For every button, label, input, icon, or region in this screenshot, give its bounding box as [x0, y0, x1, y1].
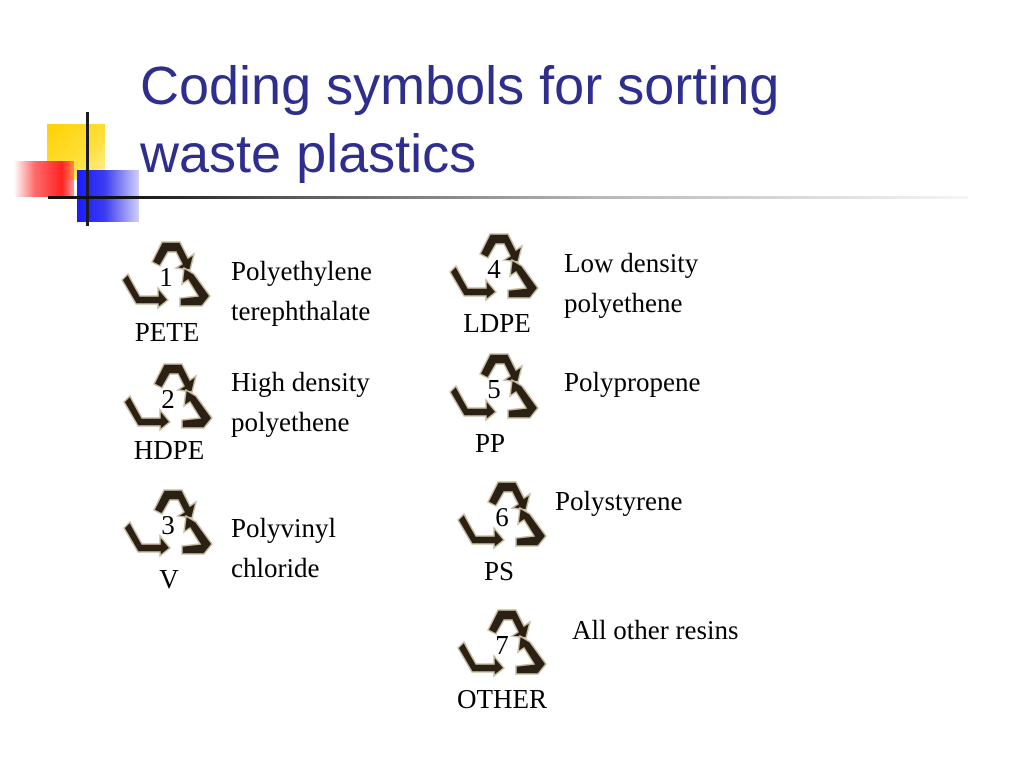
resin-abbreviation: V [159, 564, 179, 594]
slide-title: Coding symbols for sorting waste plastic… [140, 52, 779, 188]
resin-description: Polyvinyl chloride [231, 508, 336, 588]
slide-title-line-2: waste plastics [140, 124, 477, 184]
recycle-symbol-7: 7 [454, 606, 550, 677]
recycle-symbol-3: 3 [120, 486, 216, 557]
resin-description: All other resins [572, 610, 738, 650]
recycle-symbol-2: 2 [120, 360, 216, 431]
resin-description: Polyethylene terephthalate [231, 251, 372, 331]
resin-code-number: 6 [495, 502, 509, 532]
recycle-symbol-1: 1 [118, 238, 214, 309]
resin-description-line-2: polyethene [231, 407, 350, 437]
resin-description: High density polyethene [231, 362, 370, 442]
resin-description: Low density polyethene [564, 243, 698, 323]
recycle-symbol-5: 5 [446, 350, 542, 421]
resin-description: Polystyrene [555, 481, 683, 521]
resin-code-number: 7 [495, 630, 509, 660]
title-underline [48, 196, 968, 199]
decorative-vertical-line [86, 112, 89, 226]
resin-code-number: 5 [487, 374, 501, 404]
resin-description-line-1: Polyethylene [231, 256, 372, 286]
resin-code-number: 3 [161, 510, 175, 540]
resin-abbreviation: LDPE [463, 308, 531, 338]
resin-abbreviation: OTHER [457, 684, 547, 714]
resin-description: Polypropene [564, 362, 700, 402]
resin-abbreviation: HDPE [133, 435, 205, 465]
resin-code-number: 1 [159, 262, 173, 292]
resin-abbreviation: PS [483, 556, 515, 586]
recycle-symbol-6: 6 [454, 478, 550, 549]
resin-description-line-2: terephthalate [231, 296, 371, 326]
resin-description-line-1: High density [231, 367, 370, 397]
resin-description-line-1: All other resins [572, 615, 739, 645]
recycle-symbol-4: 4 [446, 230, 542, 301]
resin-description-line-1: Low density [564, 248, 699, 278]
resin-abbreviation: PETE [134, 317, 200, 347]
resin-description-line-1: Polypropene [564, 367, 701, 397]
slide-title-line-1: Coding symbols for sorting [140, 56, 780, 116]
resin-description-line-2: polyethene [564, 288, 683, 318]
resin-description-line-2: chloride [231, 553, 320, 583]
resin-code-number: 4 [487, 254, 501, 284]
resin-description-line-1: Polyvinyl [231, 513, 337, 543]
decorative-red-square [14, 161, 74, 197]
resin-abbreviation: PP [474, 428, 506, 458]
resin-code-number: 2 [161, 384, 175, 414]
resin-description-line-1: Polystyrene [555, 486, 683, 516]
